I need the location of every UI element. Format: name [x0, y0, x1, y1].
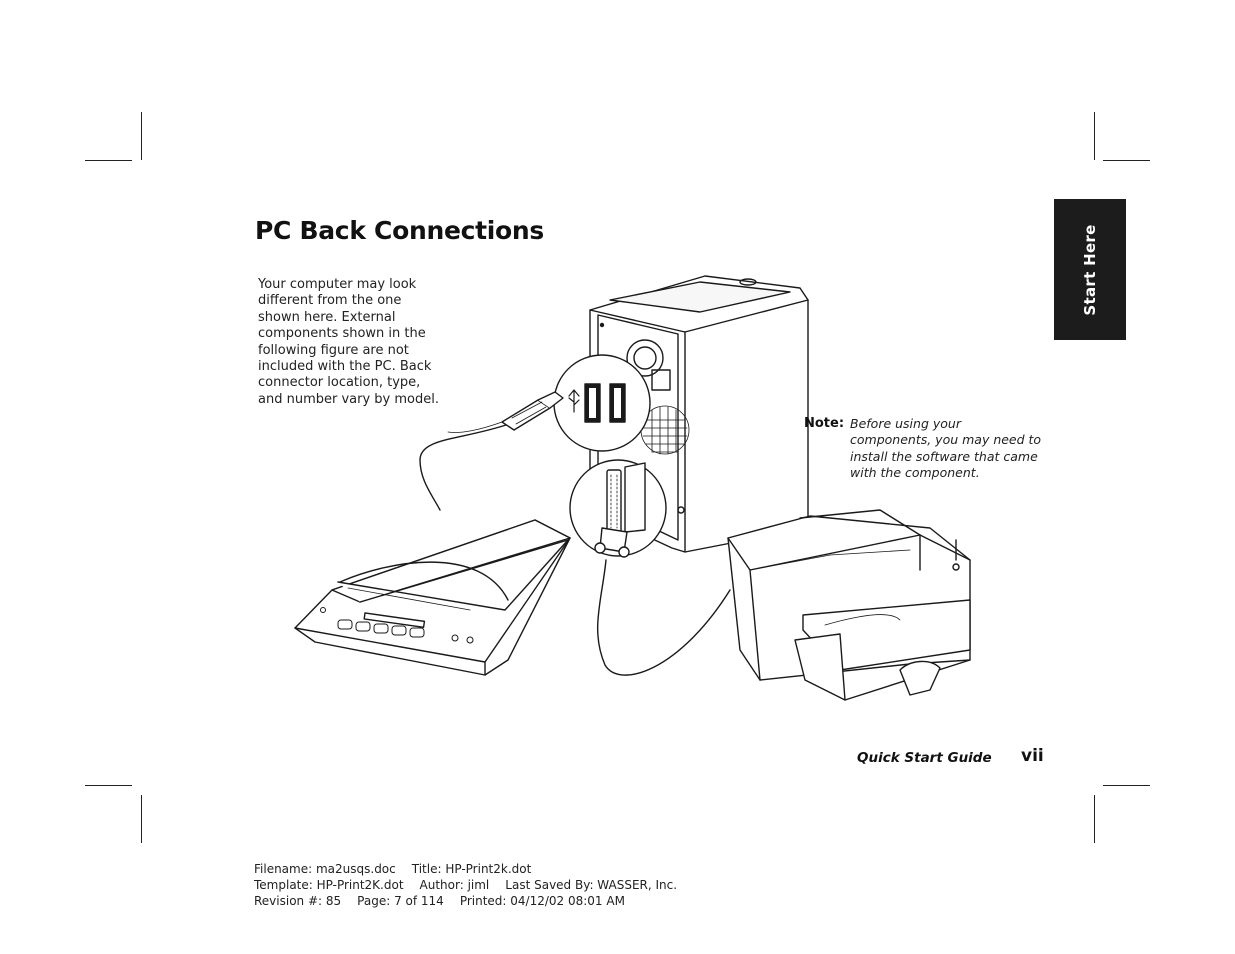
meta-page: Page: 7 of 114 — [357, 894, 444, 908]
crop-mark — [85, 785, 132, 786]
crop-mark — [1094, 112, 1095, 160]
meta-filename: Filename: ma2usqs.doc — [254, 862, 396, 876]
meta-author: Author: jiml — [419, 878, 490, 892]
print-meta-line-1: Filename: ma2usqs.doc Title: HP-Print2k.d… — [254, 862, 547, 876]
scanner-buttons — [320, 607, 474, 644]
connections-figure — [294, 275, 971, 701]
meta-title: Title: HP-Print2k.dot — [411, 862, 532, 876]
crop-mark — [1094, 795, 1095, 843]
printer-illustration — [727, 509, 971, 701]
page-title: PC Back Connections — [255, 216, 545, 245]
print-meta-line-2: Template: HP-Print2K.dot Author: jiml Last… — [254, 878, 693, 892]
parallel-port-callout — [569, 459, 667, 558]
meta-template: Template: HP-Print2K.dot — [254, 878, 404, 892]
usb-symbol-icon — [568, 389, 580, 413]
usb-port-callout — [553, 354, 651, 452]
scanner-illustration — [294, 519, 571, 676]
crop-mark — [141, 112, 142, 160]
meta-revision: Revision #: 85 — [254, 894, 342, 908]
crop-mark — [1103, 160, 1150, 161]
meta-last-saved: Last Saved By: WASSER, Inc. — [505, 878, 678, 892]
parallel-cable — [596, 559, 731, 676]
print-meta-line-3: Revision #: 85 Page: 7 of 114 Printed: 04/… — [254, 894, 641, 908]
page-number: vii — [1021, 746, 1044, 766]
note-text: Before using your components, you may ne… — [850, 416, 1042, 481]
footer-guide-title: Quick Start Guide — [857, 750, 992, 766]
intro-paragraph: Your computer may look different from th… — [258, 277, 439, 407]
usb-cable — [419, 391, 564, 511]
crop-mark — [1103, 785, 1150, 786]
section-tab-label: Start Here — [1081, 223, 1099, 316]
crop-mark — [141, 795, 142, 843]
crop-mark — [85, 160, 132, 161]
meta-printed: Printed: 04/12/02 08:01 AM — [459, 894, 625, 908]
section-tab: Start Here — [1054, 199, 1126, 340]
note-label: Note: — [804, 416, 845, 431]
